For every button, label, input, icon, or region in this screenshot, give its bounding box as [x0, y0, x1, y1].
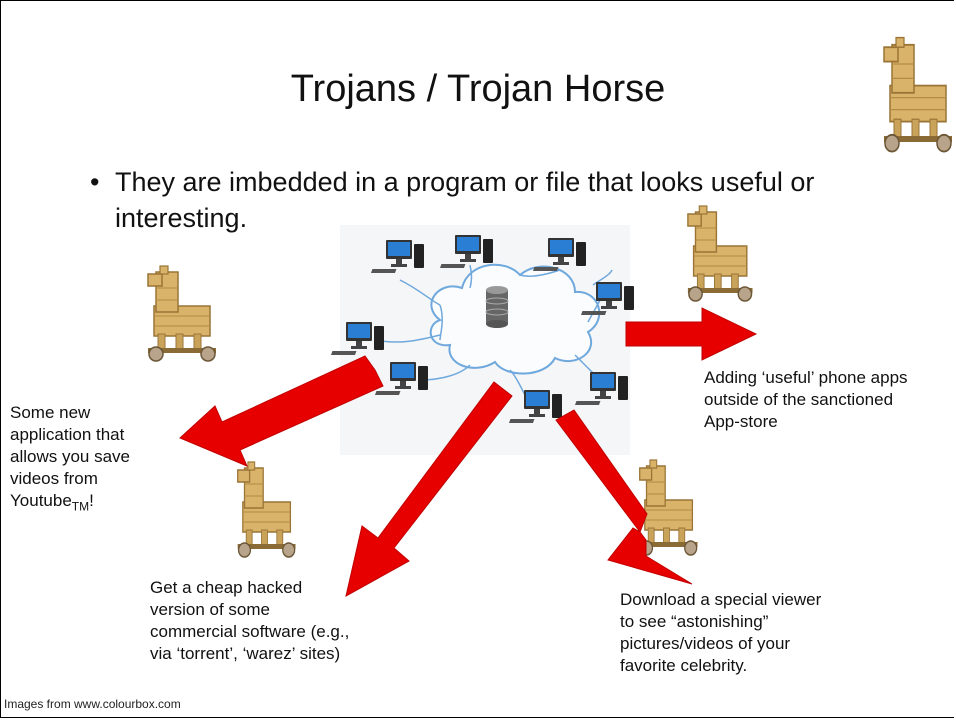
- label-line: commercial software (e.g.,: [150, 622, 350, 641]
- label-line: Some new: [10, 403, 91, 422]
- label-line: via ‘torrent’, ‘warez’ sites): [150, 644, 341, 663]
- label-line: pictures/videos of your: [620, 634, 791, 653]
- label-line: allows you save: [10, 447, 131, 466]
- arrow-left: [179, 355, 384, 467]
- label-line: favorite celebrity.: [620, 656, 748, 675]
- cloud-icon: [429, 263, 601, 375]
- trojan-horse-icon-bottom-left: [236, 461, 297, 558]
- label-phone-apps: Adding ‘useful’ phone apps outside of th…: [704, 367, 956, 433]
- trojan-horse-icon-left: [147, 265, 217, 362]
- database-icon: [485, 286, 509, 328]
- arrow-down-left: [345, 381, 513, 597]
- arrow-down-right: [555, 409, 693, 585]
- label-line: Download a special viewer: [620, 590, 822, 609]
- arrow-right: [625, 307, 758, 361]
- label-line: App-store: [704, 412, 778, 431]
- label-text: !: [89, 491, 94, 510]
- label-youtube-app: Some new application that allows you sav…: [10, 402, 200, 517]
- bullet-text: They are imbedded in a program or file t…: [115, 167, 815, 233]
- label-line: outside of the sanctioned: [704, 390, 894, 409]
- label-line: to see “astonishing”: [620, 612, 769, 631]
- trojan-horse-icon-bottom-right: [638, 459, 699, 556]
- label-line: application that: [10, 425, 125, 444]
- label-text: Youtube: [10, 491, 72, 510]
- network-diagram: [330, 225, 634, 455]
- label-line: Get a cheap hacked: [150, 578, 303, 597]
- trademark-subscript: TM: [71, 499, 90, 514]
- bullet-marker: •: [90, 167, 100, 197]
- label-special-viewer: Download a special viewer to see “astoni…: [620, 589, 870, 677]
- label-line: version of some: [150, 600, 270, 619]
- slide-title: Trojans / Trojan Horse: [290, 68, 666, 110]
- label-hacked-software: Get a cheap hacked version of some comme…: [150, 577, 400, 665]
- label-line: YoutubeTM!: [10, 490, 200, 517]
- label-line: Adding ‘useful’ phone apps: [704, 368, 908, 387]
- label-line: videos from: [10, 469, 98, 488]
- image-credit: Images from www.colourbox.com: [4, 697, 181, 711]
